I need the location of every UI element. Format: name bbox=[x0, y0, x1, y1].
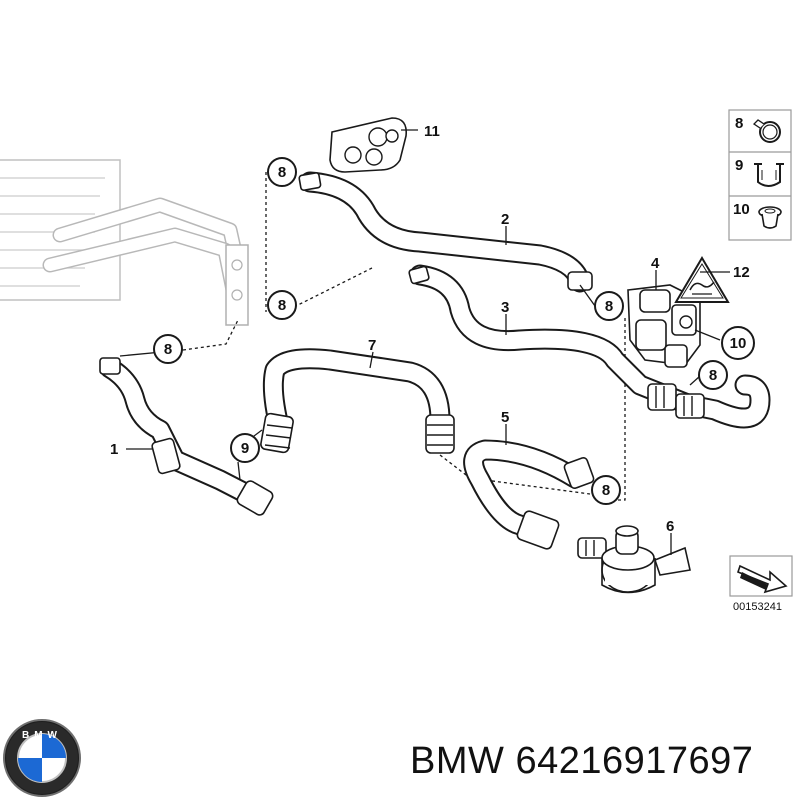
callout-3: 3 bbox=[501, 299, 509, 316]
valve-part-4 bbox=[627, 284, 701, 368]
callout-numbers: 11 2 3 4 12 7 1 5 6 bbox=[110, 123, 750, 535]
callout-8-c: 8 bbox=[164, 341, 172, 358]
legend-number-10: 10 bbox=[733, 201, 750, 218]
callout-11: 11 bbox=[424, 123, 440, 140]
callout-7: 7 bbox=[368, 337, 376, 354]
bracket-part-11 bbox=[329, 117, 408, 173]
circled-callouts: 8 8 8 8 8 8 9 10 bbox=[153, 157, 755, 505]
legend-number-8: 8 bbox=[735, 115, 743, 132]
bmw-logo-icon: BMW bbox=[3, 719, 81, 797]
callout-8-b: 8 bbox=[278, 297, 286, 314]
hose-connectors bbox=[99, 172, 705, 550]
callout-6: 6 bbox=[666, 518, 674, 535]
grommet-icon bbox=[758, 206, 782, 229]
legend-number-9: 9 bbox=[735, 157, 743, 174]
warning-label-part-12 bbox=[674, 256, 730, 303]
svg-text:BMW: BMW bbox=[22, 730, 62, 741]
callout-8-a: 8 bbox=[278, 164, 286, 181]
callout-1: 1 bbox=[110, 441, 118, 458]
pump-part-6 bbox=[577, 525, 691, 594]
callout-8-e: 8 bbox=[709, 367, 717, 384]
part-number: 64216917697 bbox=[515, 740, 754, 782]
image-code: 00153241 bbox=[733, 601, 782, 613]
callout-5: 5 bbox=[501, 409, 509, 426]
callout-8-f: 8 bbox=[602, 482, 610, 499]
reference-arrow-box bbox=[729, 555, 793, 597]
brand-part-number: BMW 64216917697 bbox=[410, 740, 753, 783]
callout-10: 10 bbox=[730, 335, 747, 352]
callout-12: 12 bbox=[733, 264, 750, 281]
hose-clamp-icon bbox=[752, 119, 781, 143]
callout-4: 4 bbox=[651, 255, 660, 272]
callout-8-d: 8 bbox=[605, 298, 613, 315]
callout-9: 9 bbox=[241, 440, 249, 457]
brand-name: BMW bbox=[410, 740, 505, 782]
callout-2: 2 bbox=[501, 211, 509, 228]
heater-core-ghost bbox=[0, 159, 249, 326]
small-parts-legend: 8 9 10 bbox=[728, 109, 792, 241]
clip-icon bbox=[754, 163, 784, 187]
